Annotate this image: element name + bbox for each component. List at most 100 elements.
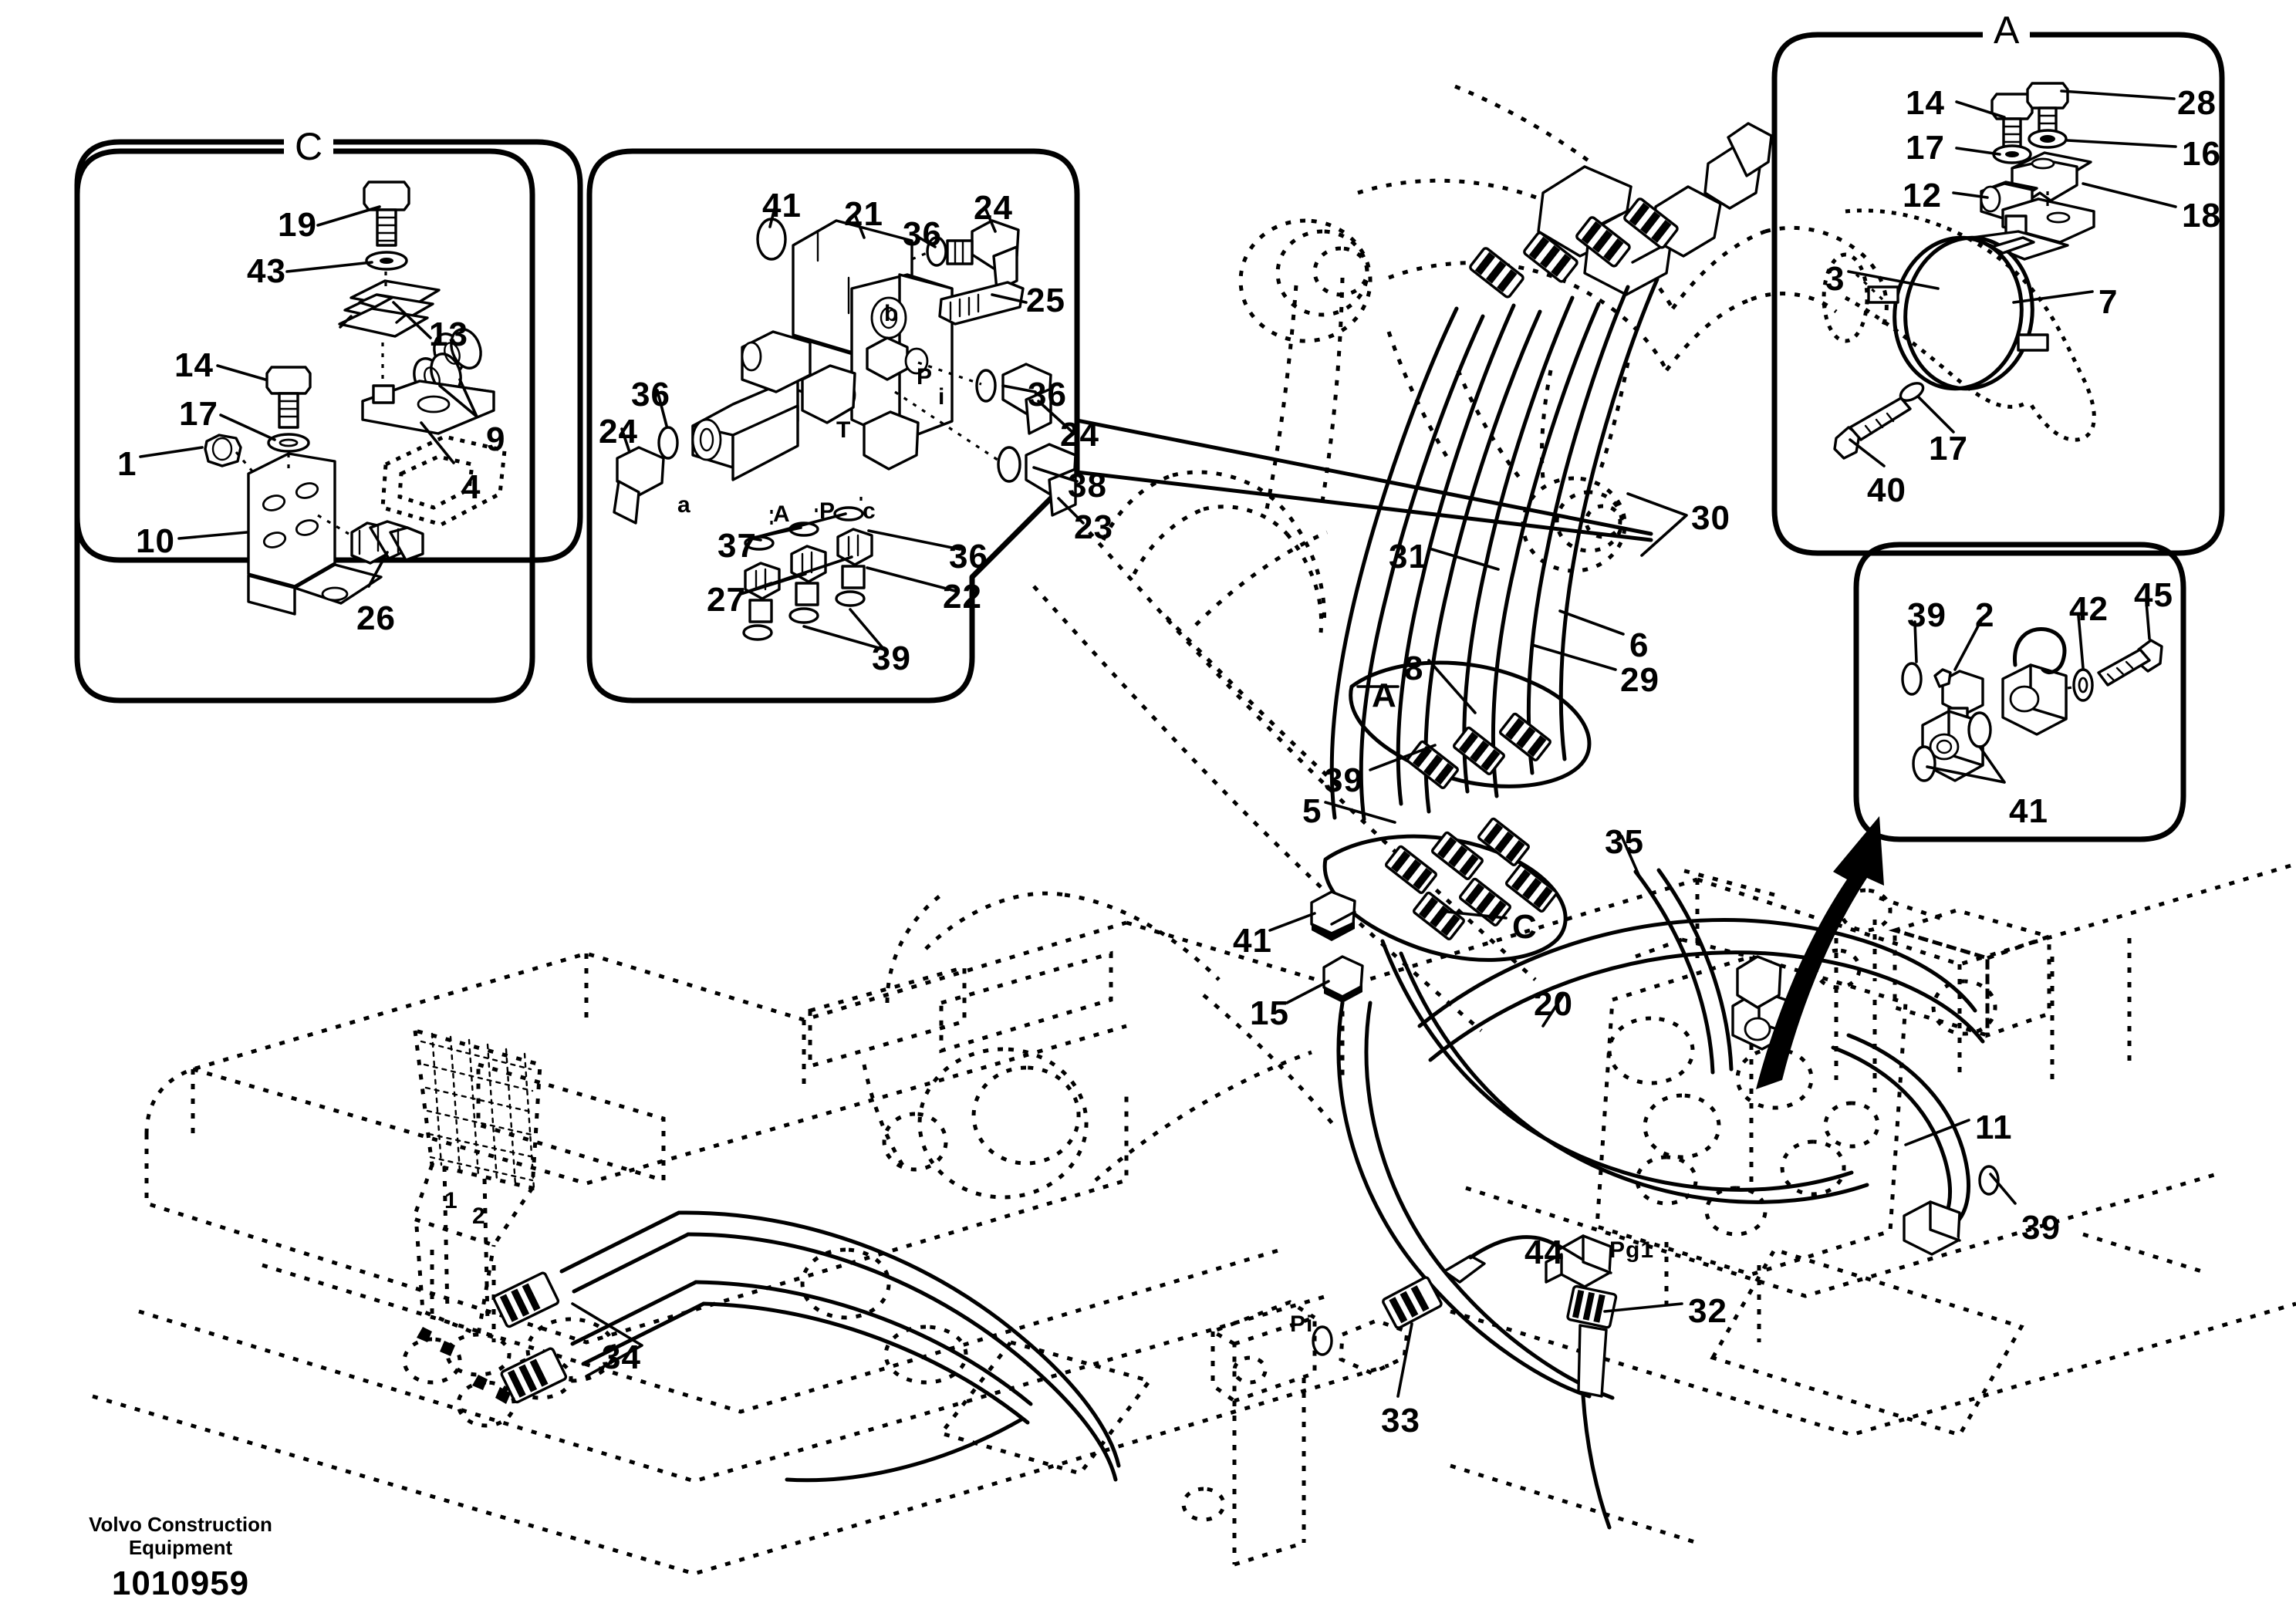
callout-box-a-17-2: 17 — [1906, 129, 1945, 167]
oring-36-right-part — [975, 369, 997, 403]
box-c-leaders — [139, 205, 478, 588]
detail-box-c-frame — [74, 139, 583, 563]
clamp-13-part — [338, 279, 441, 338]
callout-box-a-12-4: 12 — [1903, 177, 1942, 214]
callout-box-c-13-2: 13 — [429, 316, 468, 353]
callout-box-c-9-7: 9 — [486, 420, 506, 458]
detail-box-tag-a: A — [1983, 11, 2031, 49]
company-name-line2: Equipment — [128, 1536, 233, 1560]
callout-box-a-3-6: 3 — [1825, 260, 1845, 298]
callout-box-a-14-0: 14 — [1906, 84, 1945, 122]
callout-box-c-26-9: 26 — [356, 599, 396, 637]
callout-main-marks-Pg1-0: Pg1 — [1609, 1237, 1655, 1263]
callout-box-valve-ports-A-4: A — [773, 501, 791, 527]
pedal-ghost — [410, 1028, 573, 1400]
oring-38-part — [997, 446, 1021, 483]
plate-4-part — [361, 380, 495, 435]
callout-main-11-13: 11 — [1975, 1109, 2013, 1146]
callout-box-valve-ports-a-3: a — [677, 492, 691, 518]
callout-main-32-16: 32 — [1688, 1292, 1727, 1330]
callout-box-a-28-1: 28 — [2177, 84, 2217, 122]
detail-box-a-outline — [1771, 32, 2225, 556]
callout-box-valve-24-3: 24 — [974, 189, 1013, 227]
callout-main-35-11: 35 — [1605, 823, 1644, 861]
callout-main-33-17: 33 — [1381, 1402, 1420, 1439]
callout-box-a-17-8: 17 — [1929, 430, 1968, 467]
callout-box-valve-ports-P-5: P — [819, 498, 836, 524]
box-fitting-leaders — [1913, 600, 2151, 784]
detail-box-tag-c: C — [284, 127, 334, 166]
callout-box-fitting-42-2: 42 — [2069, 590, 2109, 628]
elbow-41-main-part — [1310, 890, 1356, 941]
callout-box-valve-37-13: 37 — [718, 527, 757, 565]
oring-39-right-part — [1978, 1165, 2000, 1196]
drawing-number: 1010959 — [111, 1564, 250, 1602]
fitting-26-part — [350, 520, 424, 565]
box-a-exploded-assembly — [1822, 82, 2177, 467]
callout-box-fitting-41-4: 41 — [2009, 792, 2048, 830]
detail-box-fitting-outline — [1853, 542, 2186, 842]
oring-36-left-part — [657, 426, 679, 460]
right-connector-ghost — [1834, 888, 1950, 981]
callout-main-31-1: 31 — [1389, 538, 1428, 575]
callout-box-fitting-45-3: 45 — [2134, 576, 2173, 614]
callout-box-valve-25-4: 25 — [1026, 282, 1065, 319]
valve-block-hook-part — [2001, 626, 2068, 736]
callout-box-valve-23-8: 23 — [1074, 508, 1113, 546]
box-valve-exploded-assembly — [613, 207, 1085, 651]
bushings-9-part — [413, 328, 482, 399]
valve-body-21-part — [691, 219, 954, 481]
box-c-exploded-assembly — [139, 181, 507, 616]
fitting-33-group — [1312, 1235, 1561, 1375]
callout-box-a-7-7: 7 — [2098, 283, 2119, 321]
callout-box-valve-39-11: 39 — [872, 640, 911, 677]
chassis-ghost-outline — [92, 862, 2296, 1576]
detail-box-c-outline — [74, 148, 535, 704]
callout-box-valve-24-15: 24 — [599, 413, 638, 451]
callout-main-6-2: 6 — [1629, 626, 1649, 664]
box-fitting-exploded-assembly — [1901, 600, 2163, 784]
elbow-24-right-top-part — [946, 219, 1020, 292]
control-valve-bank-ghost — [1595, 937, 1908, 1342]
washer-43-part — [365, 251, 408, 271]
callout-box-c-19-0: 19 — [278, 206, 317, 244]
bolt-19-part — [363, 181, 410, 247]
callout-box-c-43-1: 43 — [247, 252, 286, 290]
washer-17-part — [267, 433, 310, 453]
pi-port-block-ghost — [1181, 1300, 1317, 1567]
callout-main-marks-Pi-1: Pi — [1290, 1311, 1314, 1337]
hose-end-block-11 — [1903, 1200, 1961, 1256]
elbow-24-left-part — [613, 446, 665, 525]
box-valve-leaders — [620, 207, 1085, 651]
callout-arrow-to-fitting-box — [1756, 816, 1884, 1089]
callout-main-34-18: 34 — [602, 1338, 641, 1376]
bolt-40-part — [1833, 382, 1925, 460]
oring-41-mid-part — [1967, 711, 1992, 748]
fitting-15-part — [1322, 955, 1364, 1003]
callout-box-c-14-3: 14 — [174, 346, 214, 384]
callout-box-c-4-8: 4 — [461, 468, 481, 506]
bolt-14-part — [265, 366, 312, 429]
fittings-27-22-part — [742, 506, 873, 641]
callout-main-5-7: 5 — [1302, 792, 1322, 830]
bracket-10-part — [247, 452, 383, 616]
callout-box-a-18-5: 18 — [2182, 197, 2221, 235]
sheet-footer: Volvo Construction Equipment 1010959 — [19, 1513, 343, 1603]
callout-box-valve-36-2: 36 — [903, 215, 942, 253]
clamp-strap-part — [1970, 197, 2095, 261]
main-hose-bundle — [402, 122, 2000, 1567]
callout-main-44-15: 44 — [1524, 1234, 1564, 1271]
callout-box-valve-ports-b-0: b — [884, 301, 900, 326]
callout-box-c-1-5: 1 — [117, 445, 137, 483]
callout-box-valve-ports-T-2: T — [836, 417, 852, 443]
washer-17-a-part — [1992, 144, 2032, 164]
callout-main-20-12: 20 — [1534, 985, 1573, 1023]
oring-39-part — [1901, 662, 1923, 696]
callout-main-15-10: 15 — [1250, 994, 1289, 1032]
callout-main-39-6: 39 — [1324, 761, 1363, 799]
callout-main-C-8: C — [1512, 908, 1538, 946]
callout-box-a-40-9: 40 — [1867, 471, 1906, 509]
pin-25-part — [938, 281, 1025, 326]
callout-box-c-17-4: 17 — [179, 395, 218, 433]
